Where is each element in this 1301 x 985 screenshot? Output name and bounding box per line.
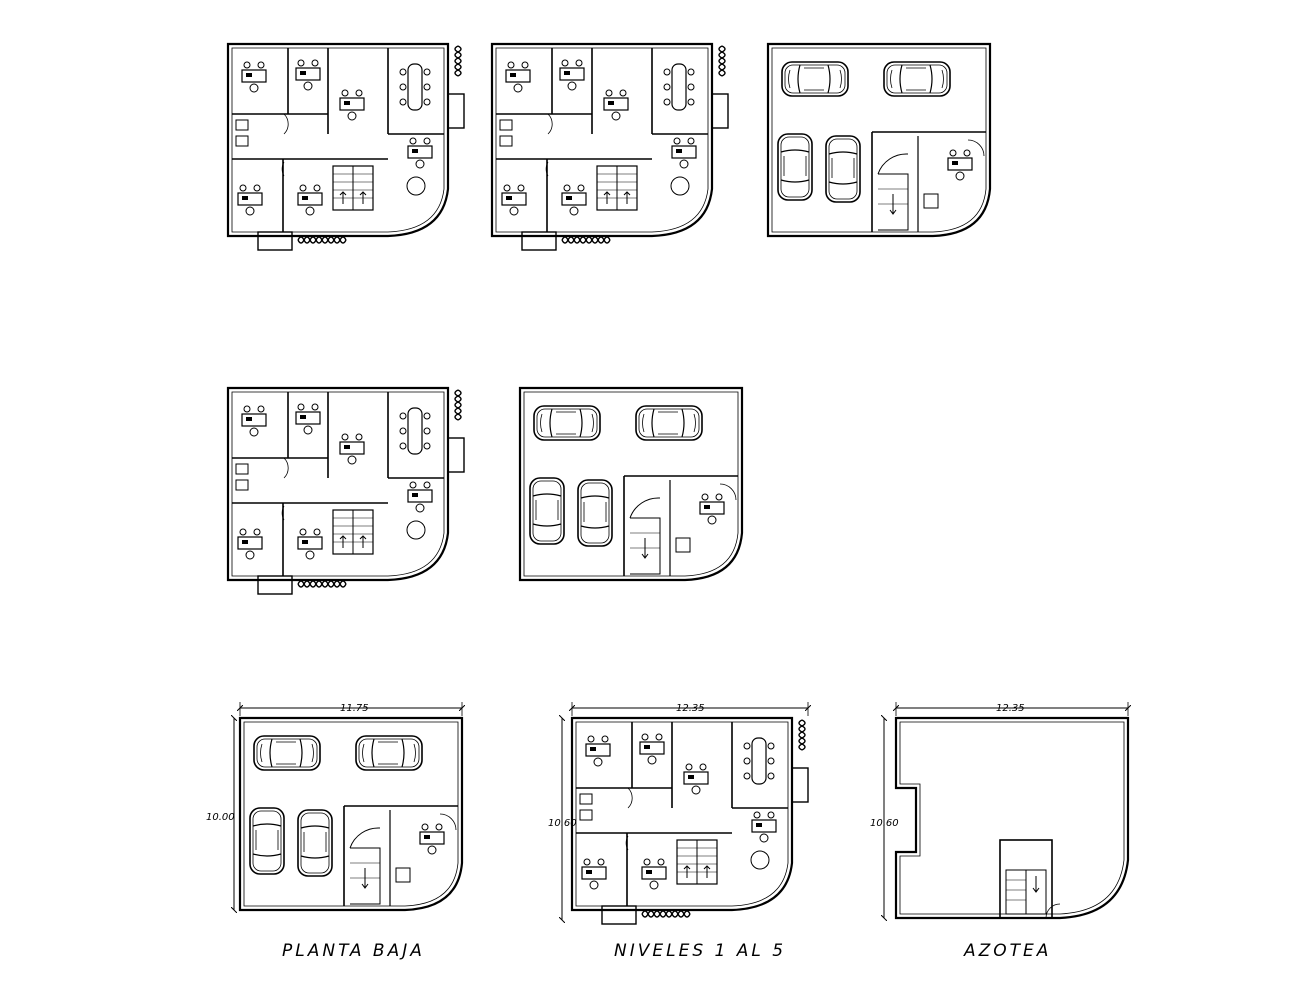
- planta-baja-height-dim: 10.00: [206, 718, 235, 910]
- niv-height-label: 10.60: [548, 818, 577, 829]
- planta-baja-plan: [240, 718, 462, 910]
- azo-height-label: 10.60: [870, 818, 899, 829]
- niveles-height-dim: 10.60: [548, 718, 577, 920]
- planta-baja-width-dim: 11.75: [240, 702, 462, 716]
- office-plan-2: [492, 44, 728, 250]
- planta-baja-title: PLANTA BAJA: [282, 941, 425, 961]
- niveles-width-dim: 12.35: [572, 702, 808, 716]
- azo-width-label: 12.35: [996, 703, 1025, 714]
- azotea-height-dim: 10.60: [870, 718, 899, 918]
- niv-width-label: 12.35: [676, 703, 705, 714]
- parking-plan-2: [520, 388, 742, 580]
- pb-width-label: 11.75: [340, 703, 369, 714]
- azotea-width-dim: 12.35: [896, 702, 1128, 716]
- niveles-title: NIVELES 1 AL 5: [614, 941, 786, 961]
- pb-height-label: 10.00: [206, 812, 235, 823]
- office-plan-3: [228, 388, 464, 594]
- niveles-plan: [572, 718, 808, 924]
- office-plan-1: [228, 44, 464, 250]
- azotea-title: AZOTEA: [963, 941, 1051, 961]
- azotea-plan: [894, 716, 1130, 920]
- parking-plan-1: [768, 44, 990, 236]
